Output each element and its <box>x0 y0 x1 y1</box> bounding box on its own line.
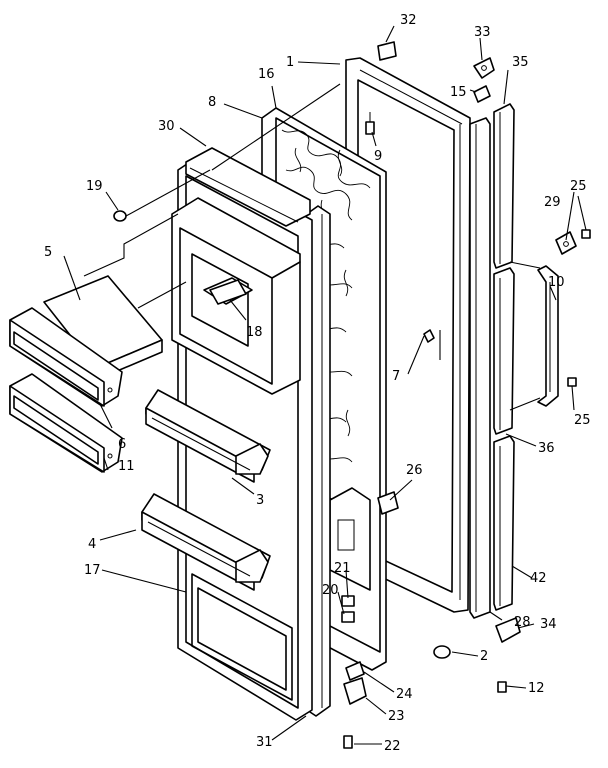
callout-26: 26 <box>406 463 423 478</box>
callout-9: 9 <box>374 149 382 164</box>
callout-32: 32 <box>400 13 417 28</box>
top-trim <box>185 147 311 227</box>
callout-20: 20 <box>322 583 339 598</box>
upper-bin <box>9 307 123 407</box>
callout-34: 34 <box>540 617 557 632</box>
callout-30: 30 <box>158 119 175 134</box>
callout-31: 31 <box>256 735 273 750</box>
callout-24: 24 <box>396 687 413 702</box>
lower-bin <box>9 373 123 473</box>
callout-35: 35 <box>512 55 529 70</box>
callout-5: 5 <box>44 245 52 260</box>
callout-23: 23 <box>388 709 405 724</box>
callout-11: 11 <box>118 459 135 474</box>
callout-3: 3 <box>256 493 264 508</box>
callout-10: 10 <box>548 275 565 290</box>
door-handle <box>537 265 559 407</box>
callout-labels: 1 32 33 35 15 16 8 30 9 19 5 18 7 6 11 3… <box>44 13 591 754</box>
callout-12: 12 <box>528 681 545 696</box>
callout-8: 8 <box>208 95 216 110</box>
callout-18: 18 <box>246 325 263 340</box>
callout-22: 22 <box>384 739 401 754</box>
side-trim-strips <box>469 103 515 619</box>
callout-1: 1 <box>286 55 294 70</box>
callout-29: 29 <box>544 195 561 210</box>
callout-42: 42 <box>530 571 547 586</box>
callout-2: 2 <box>480 649 488 664</box>
callout-15: 15 <box>450 85 467 100</box>
callout-7: 7 <box>392 369 400 384</box>
callout-17: 17 <box>84 563 101 578</box>
leader-lines <box>63 25 587 745</box>
callout-16: 16 <box>258 67 275 82</box>
callout-28: 28 <box>514 615 531 630</box>
callout-25a: 25 <box>570 179 587 194</box>
assembly-guide-lines <box>83 83 541 411</box>
callout-4: 4 <box>88 537 96 552</box>
callout-19: 19 <box>86 179 103 194</box>
callout-21: 21 <box>334 561 351 576</box>
callout-25b: 25 <box>574 413 591 428</box>
callout-6: 6 <box>118 437 126 452</box>
callout-33: 33 <box>474 25 491 40</box>
small-hardware <box>113 41 591 749</box>
door-shelf-upper <box>145 389 271 483</box>
callout-36: 36 <box>538 441 555 456</box>
door-shelf-lower <box>141 493 271 591</box>
